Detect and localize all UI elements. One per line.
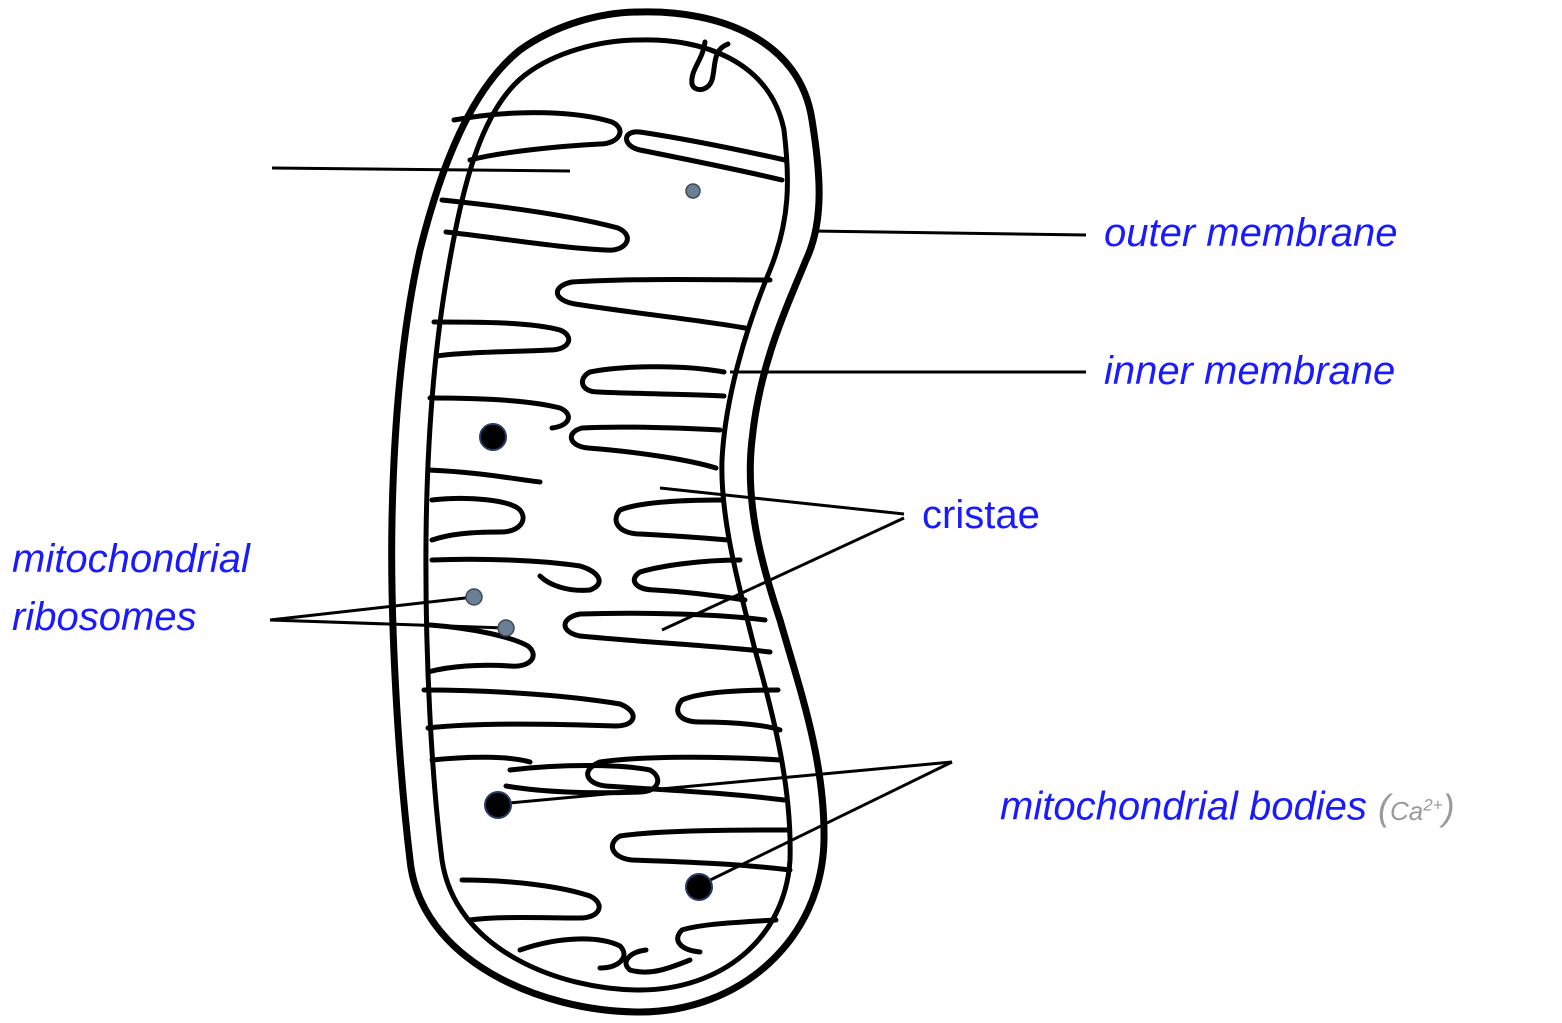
calcium-close-paren: ) [1443,787,1455,828]
mitochondrial-body-dot [485,792,511,818]
ribosome-leader-line-upper [270,597,474,620]
inner-membrane-label: inner membrane [1104,348,1395,394]
cristae-label: cristae [922,492,1040,538]
matrix-leader-line [272,168,570,171]
outer-membrane [392,12,824,1012]
ribosomes-label-line2: ribosomes [12,594,197,640]
calcium-open-paren: ( [1378,787,1390,828]
calcium-charge: 2+ [1423,795,1442,814]
calcium-symbol: Ca [1390,796,1423,826]
cristae-leader-line-lower [662,518,904,630]
mitochondrial-bodies-text: mitochondrial bodies [1000,785,1367,829]
calcium-ion-note: (Ca2+) [1378,796,1455,826]
ribosome-leader-line-lower [270,620,505,628]
ribosome-dot [686,184,700,198]
ribosome-dot [498,620,514,636]
mitochondrial-bodies-label: mitochondrial bodies (Ca2+) [1000,782,1455,834]
ribosome-dot [466,589,482,605]
outer-membrane-label: outer membrane [1104,210,1397,256]
mitochondrial-body-dot [480,424,506,450]
inner-membrane [426,40,790,990]
ribosomes-label-line1: mitochondrial [12,536,250,582]
cristae-folds [424,42,790,972]
mitochondrial-body-dot [686,874,712,900]
outer-membrane-leader-line [812,231,1086,235]
